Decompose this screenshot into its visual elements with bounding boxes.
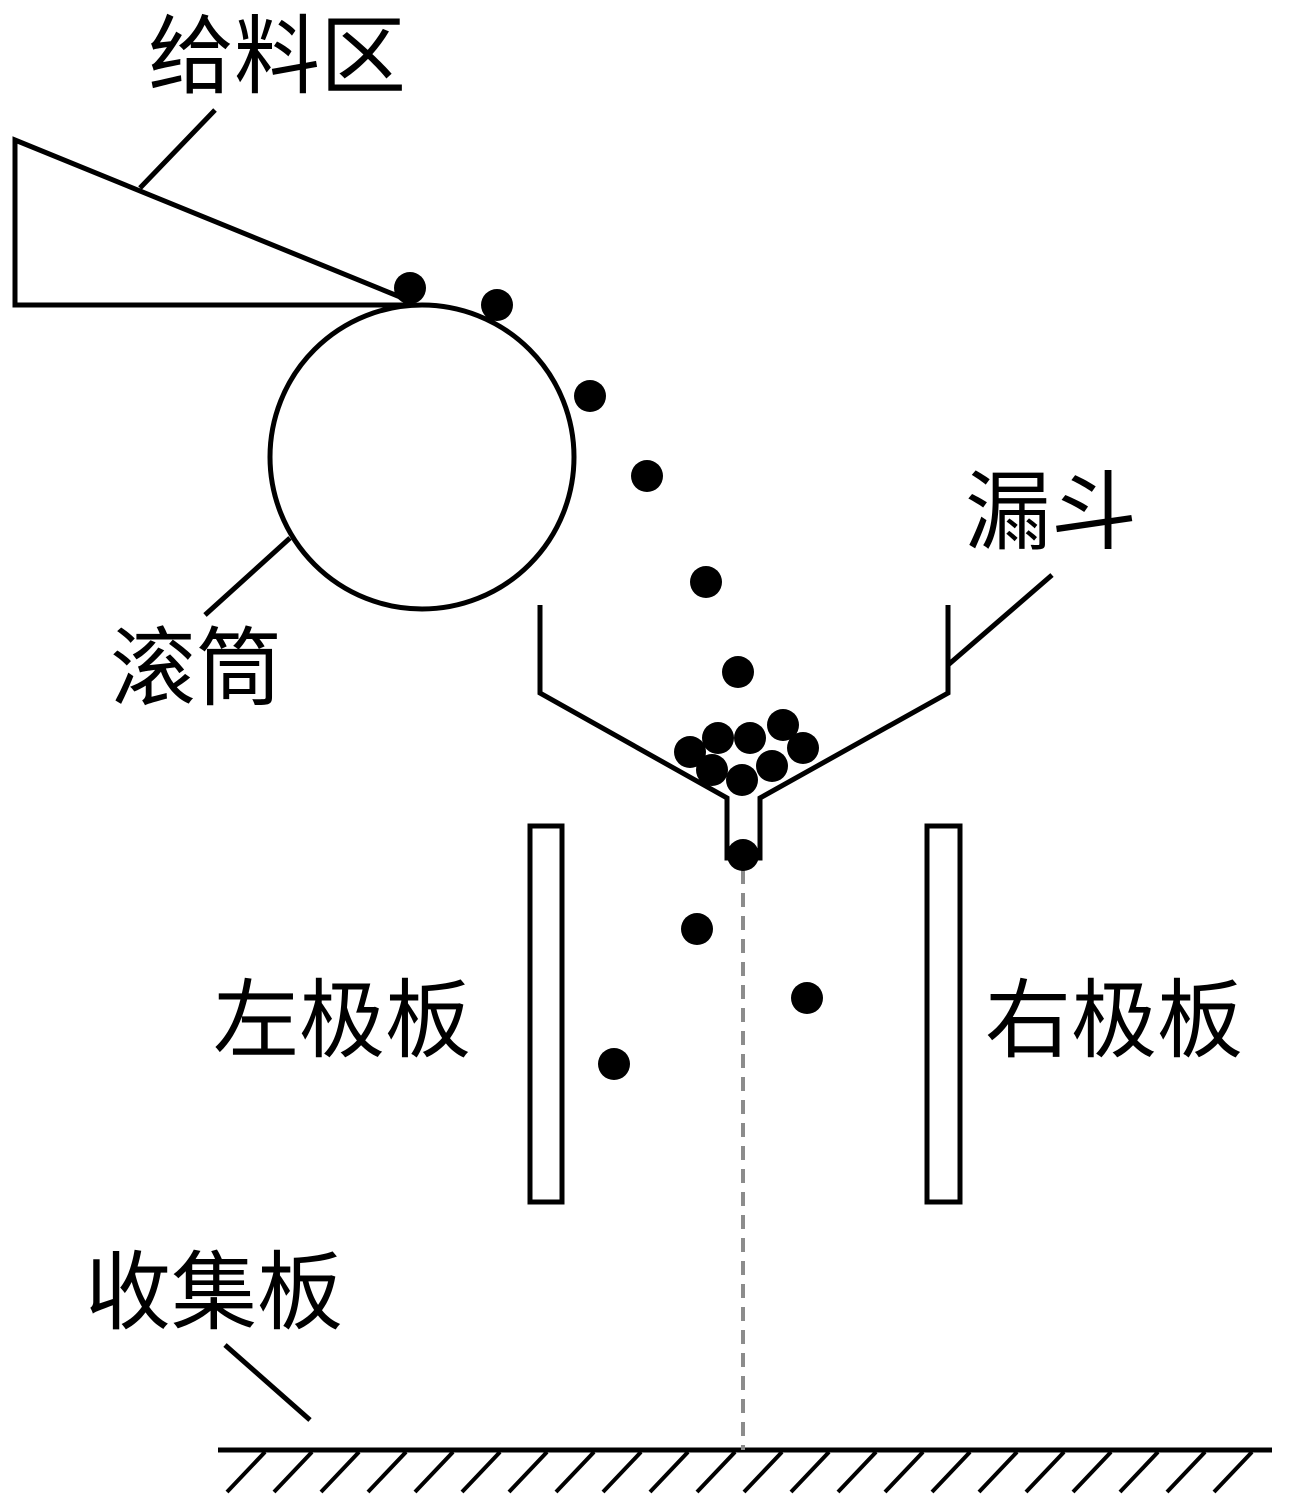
hatch-mark (930, 1450, 972, 1494)
label-right-plate: 右极板 (985, 971, 1243, 1071)
hatch-mark (460, 1450, 502, 1494)
hatch-mark (225, 1450, 267, 1494)
hatch-mark (1024, 1450, 1066, 1494)
hatch-mark (1071, 1450, 1113, 1494)
hatch-mark (695, 1450, 737, 1494)
drum-leader (203, 536, 292, 617)
drum-circle (267, 302, 577, 612)
particle (787, 732, 819, 764)
hatch-mark (366, 1450, 408, 1494)
hatch-mark (789, 1450, 831, 1494)
label-left-plate: 左极板 (213, 971, 471, 1071)
particle (681, 913, 713, 945)
funnel-leader (946, 573, 1054, 667)
hatch-mark (272, 1450, 314, 1494)
particle (722, 656, 754, 688)
particle (394, 272, 426, 304)
particle (734, 722, 766, 754)
hatch-mark (742, 1450, 784, 1494)
particle (481, 289, 513, 321)
hatch-mark (1118, 1450, 1160, 1494)
hatch-mark (883, 1450, 925, 1494)
particle (702, 722, 734, 754)
particle (791, 982, 823, 1014)
particle (631, 460, 663, 492)
particle (674, 736, 706, 768)
label-feed-zone: 给料区 (148, 7, 406, 107)
hatch-mark (319, 1450, 361, 1494)
feed-zone-triangle (12, 136, 411, 308)
particle (726, 764, 758, 796)
label-funnel: 漏斗 (965, 463, 1137, 563)
particle (690, 566, 722, 598)
particle (727, 839, 759, 871)
hatch-mark (1165, 1450, 1207, 1494)
particle (756, 750, 788, 782)
label-collector-plate: 收集板 (85, 1243, 343, 1343)
particle (696, 754, 728, 786)
hatch-mark (413, 1450, 455, 1494)
particle (598, 1048, 630, 1080)
collector-leader (223, 1343, 312, 1422)
hatch-mark (1212, 1450, 1254, 1494)
hatch-mark (836, 1450, 878, 1494)
feed-zone-leader (138, 108, 217, 190)
collector-hatching (225, 1450, 1254, 1494)
right-plate (924, 823, 963, 1205)
particle (574, 380, 606, 412)
particles (394, 272, 823, 1080)
hatch-mark (507, 1450, 549, 1494)
label-drum: 滚筒 (110, 619, 282, 719)
left-plate (527, 823, 565, 1205)
hatch-mark (977, 1450, 1019, 1494)
hatch-mark (648, 1450, 690, 1494)
particle (767, 709, 799, 741)
hatch-mark (554, 1450, 596, 1494)
hatch-mark (601, 1450, 643, 1494)
